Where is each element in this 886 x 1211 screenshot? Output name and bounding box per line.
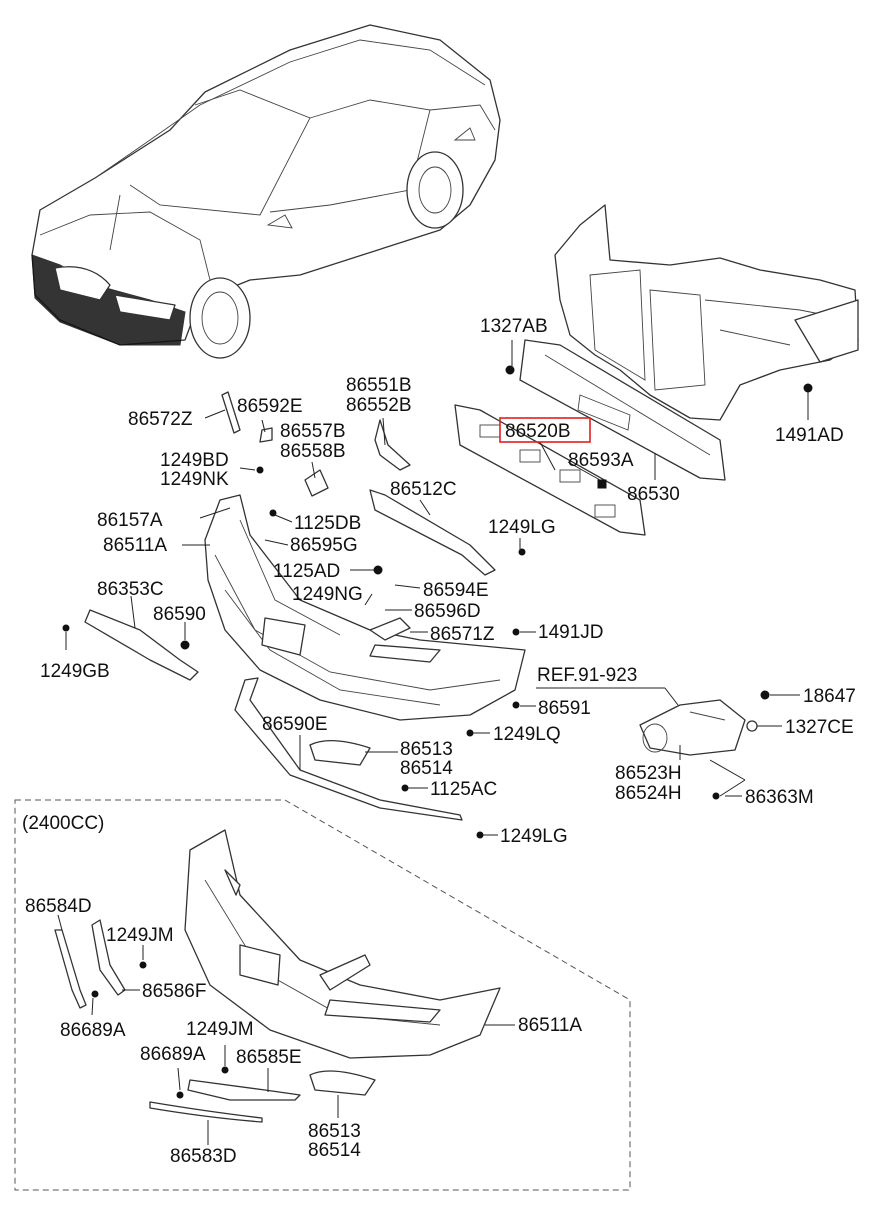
label-86552B[interactable]: 86552B xyxy=(346,395,412,416)
part-labels: 1327AB 1491AD 86551B 86552B 86520B 86572… xyxy=(22,316,856,1167)
label-18647[interactable]: 18647 xyxy=(803,686,856,707)
fog-lamp-illustration xyxy=(639,690,770,800)
label-1125AD[interactable]: 1125AD xyxy=(273,561,340,582)
label-1491AD[interactable]: 1491AD xyxy=(775,425,844,446)
lower-lip-illustration xyxy=(234,677,484,839)
label-86513-variant[interactable]: 86513 xyxy=(308,1121,361,1142)
label-1249LG[interactable]: 1249LG xyxy=(488,517,556,538)
label-1249LG-lower[interactable]: 1249LG xyxy=(500,826,568,847)
label-1249BD[interactable]: 1249BD xyxy=(160,450,229,471)
label-ref-91-923[interactable]: REF.91-923 xyxy=(537,665,637,686)
label-86689A[interactable]: 86689A xyxy=(60,1020,126,1041)
label-86514-variant[interactable]: 86514 xyxy=(308,1140,361,1161)
left-bracket-illustration xyxy=(62,609,199,681)
label-86523H[interactable]: 86523H xyxy=(615,763,682,784)
label-86557B[interactable]: 86557B xyxy=(280,421,346,442)
label-86591[interactable]: 86591 xyxy=(538,698,591,719)
label-86353C[interactable]: 86353C xyxy=(97,579,164,600)
variant-bumper-illustration xyxy=(184,829,501,1059)
radiator-support-illustration xyxy=(554,204,859,421)
variant-boundary xyxy=(14,799,631,1191)
label-1249JM-lower[interactable]: 1249JM xyxy=(186,1019,254,1040)
label-86590E[interactable]: 86590E xyxy=(262,714,328,735)
highlight-86520B xyxy=(499,417,591,443)
label-86571Z[interactable]: 86571Z xyxy=(430,624,495,645)
label-86511A-variant[interactable]: 86511A xyxy=(518,1015,582,1036)
leader-lines xyxy=(57,340,809,1145)
label-86514[interactable]: 86514 xyxy=(400,758,453,779)
label-86592E[interactable]: 86592E xyxy=(237,396,303,417)
label-86689A-lower[interactable]: 86689A xyxy=(140,1044,206,1065)
bumper-beam-illustration xyxy=(454,339,726,536)
label-86596D[interactable]: 86596D xyxy=(414,601,481,622)
label-86593A[interactable]: 86593A xyxy=(568,450,634,471)
label-86572Z[interactable]: 86572Z xyxy=(128,409,193,430)
label-86586F[interactable]: 86586F xyxy=(142,981,206,1002)
bumper-cover-illustration xyxy=(204,494,526,721)
label-1491JD[interactable]: 1491JD xyxy=(538,622,604,643)
label-1125DB[interactable]: 1125DB xyxy=(294,513,361,534)
label-86363M[interactable]: 86363M xyxy=(745,787,814,808)
label-1327CE[interactable]: 1327CE xyxy=(785,717,854,738)
label-86551B[interactable]: 86551B xyxy=(346,375,412,396)
variant-trim-illustration xyxy=(54,919,376,1123)
label-1327AB[interactable]: 1327AB xyxy=(480,316,548,337)
label-1249NK[interactable]: 1249NK xyxy=(160,469,229,490)
label-86530[interactable]: 86530 xyxy=(627,484,680,505)
label-1125AC[interactable]: 1125AC xyxy=(430,779,497,800)
label-86511A[interactable]: 86511A xyxy=(103,535,167,556)
label-86520B[interactable]: 86520B xyxy=(505,421,571,442)
car-illustration xyxy=(31,24,501,359)
label-86512C[interactable]: 86512C xyxy=(390,479,457,500)
label-86558B[interactable]: 86558B xyxy=(280,441,346,462)
label-86584D[interactable]: 86584D xyxy=(25,896,92,917)
label-86583D[interactable]: 86583D xyxy=(170,1146,237,1167)
variant-label: (2400CC) xyxy=(22,813,104,834)
label-86594E[interactable]: 86594E xyxy=(423,580,489,601)
label-86513[interactable]: 86513 xyxy=(400,739,453,760)
label-86157A[interactable]: 86157A xyxy=(97,510,163,531)
label-86585E[interactable]: 86585E xyxy=(236,1047,302,1068)
label-1249NG[interactable]: 1249NG xyxy=(292,584,363,605)
label-86595G[interactable]: 86595G xyxy=(290,535,358,556)
label-1249GB[interactable]: 1249GB xyxy=(40,661,110,682)
label-1249LQ[interactable]: 1249LQ xyxy=(493,724,561,745)
label-1249JM[interactable]: 1249JM xyxy=(106,925,174,946)
label-86524H[interactable]: 86524H xyxy=(615,783,682,804)
label-86590[interactable]: 86590 xyxy=(153,604,206,625)
